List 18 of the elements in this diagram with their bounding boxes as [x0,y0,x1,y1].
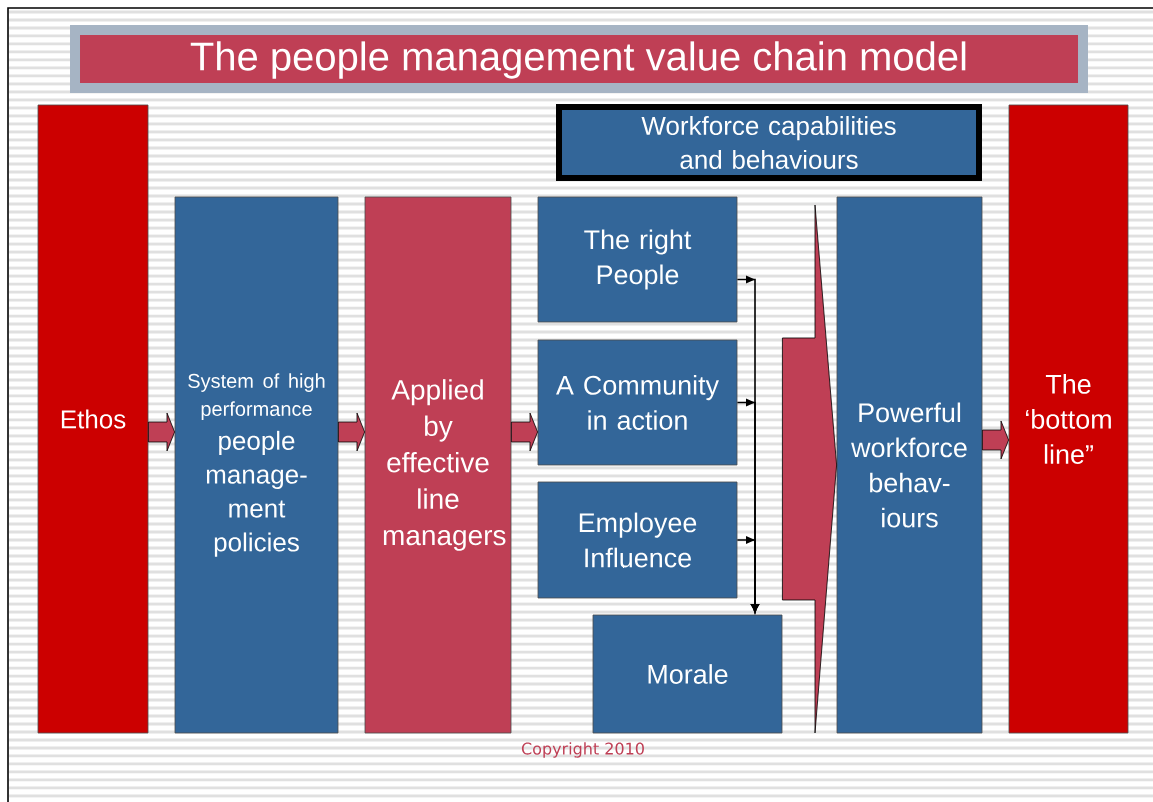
stage-box: Applied by effective line managers [364,196,512,734]
capability-box: The right People [537,196,738,323]
chevron-arrow [782,204,837,734]
block-arrow [511,412,538,452]
title-banner: The people management value chain model [70,25,1088,93]
heading-box: Workforce capabilities and behaviours [556,104,982,181]
stage-box: The ‘bottom line” [1008,104,1129,734]
capability-box: A Community in action [537,339,738,466]
capability-box: Morale [592,614,783,734]
stage-box: System of high performance people manage- ment policies [174,196,339,734]
capability-box: Employee Influence [537,481,738,599]
arrow [736,536,759,613]
stage-box: Ethos [37,104,149,734]
block-arrow [338,412,365,452]
block-arrow [148,412,175,452]
block-arrow [982,420,1009,460]
stage-box: Powerful workforce behav- iours [836,196,983,734]
copyright-note: Copyright 2010 [521,742,644,758]
